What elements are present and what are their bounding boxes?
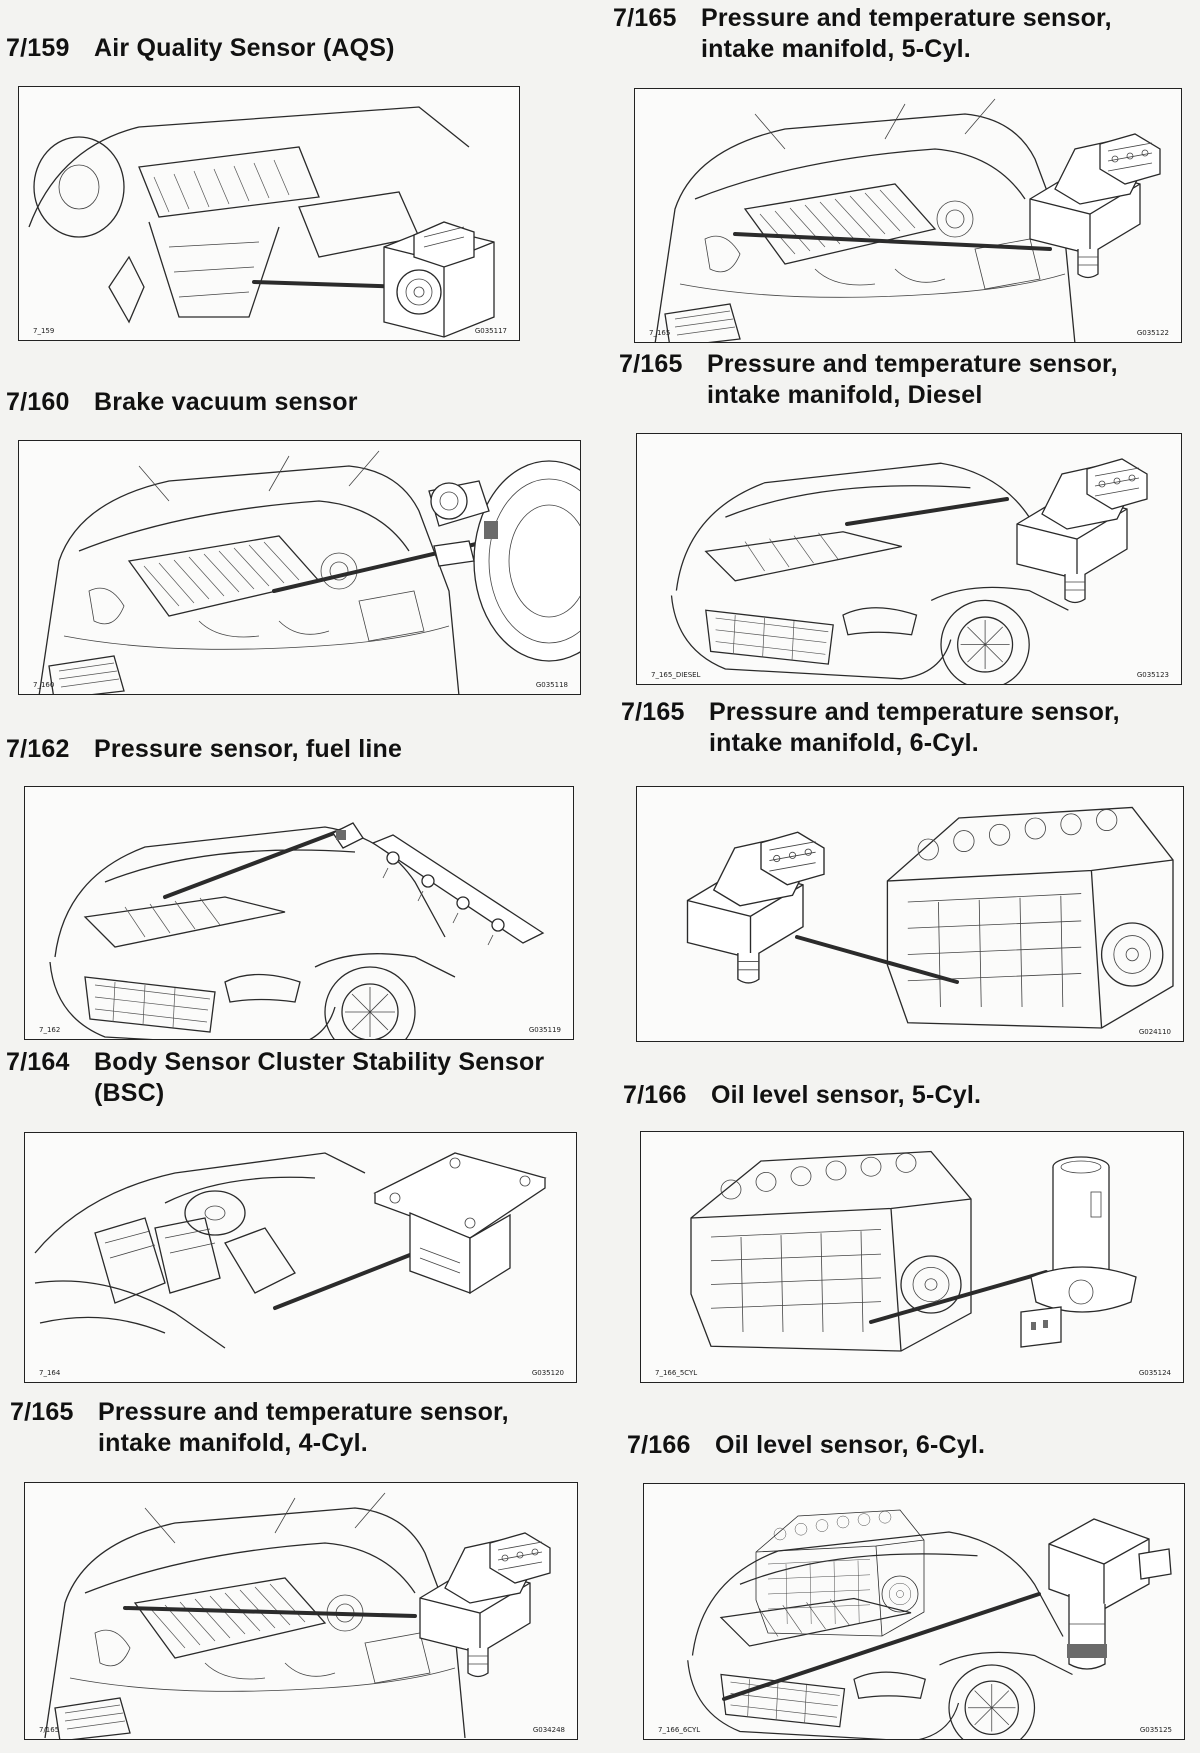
heading-7-165-5cyl: 7/165 Pressure and temperature sensor, i… xyxy=(613,3,1193,65)
heading-7-164: 7/164 Body Sensor Cluster Stability Sens… xyxy=(6,1047,596,1109)
section-title: Brake vacuum sensor xyxy=(94,388,358,416)
brake-vacuum-sensor-drawing xyxy=(38,450,580,694)
figure-ref-right: G034248 xyxy=(532,1726,565,1734)
section-title: Body Sensor Cluster Stability Sensor (BS… xyxy=(94,1048,545,1107)
section-title: Oil level sensor, 5-Cyl. xyxy=(711,1081,982,1109)
section-number: 7/166 xyxy=(627,1431,691,1459)
illustration-pressure-sensor-5cyl: 7_165 G035122 xyxy=(634,88,1182,343)
figure-ref-right: G035125 xyxy=(1139,1726,1172,1734)
section-number: 7/165 xyxy=(619,350,683,378)
oil-level-sensor-5cyl-drawing xyxy=(690,1150,1137,1352)
illustration-fuel-pressure-sensor: 7_162 G035119 xyxy=(24,786,574,1040)
figure-ref-right: G035117 xyxy=(474,327,507,335)
section-number: 7/165 xyxy=(613,4,677,32)
figure-ref-right: G035120 xyxy=(531,1369,564,1377)
section-number: 7/164 xyxy=(6,1048,70,1076)
heading-7-160: 7/160 Brake vacuum sensor xyxy=(6,387,526,418)
section-number: 7/159 xyxy=(6,34,70,62)
figure-ref-right: G035119 xyxy=(528,1026,561,1034)
figure-ref-left: 7_165 xyxy=(649,329,671,337)
figure-ref-right: G035118 xyxy=(535,681,568,689)
illustration-body-sensor-cluster: 7_164 G035120 xyxy=(24,1132,577,1383)
section-title: Pressure sensor, fuel line xyxy=(94,735,403,763)
heading-7-159: 7/159 Air Quality Sensor (AQS) xyxy=(6,33,526,64)
figure-ref-left: 7_162 xyxy=(39,1026,61,1034)
air-quality-sensor-drawing xyxy=(28,106,495,338)
pressure-sensor-6cyl-drawing xyxy=(686,806,1174,1029)
figure-ref-right: G035122 xyxy=(1136,329,1169,337)
section-number: 7/165 xyxy=(10,1398,74,1426)
body-sensor-cluster-drawing xyxy=(34,1152,546,1349)
oil-level-sensor-6cyl-drawing xyxy=(687,1509,1172,1739)
illustration-pressure-sensor-diesel: 7_165_DIESEL G035123 xyxy=(636,433,1182,685)
section-title: Pressure and temperature sensor, intake … xyxy=(98,1398,509,1457)
illustration-air-quality-sensor: 7_159 G035117 xyxy=(18,86,520,341)
fuel-pressure-sensor-drawing xyxy=(49,822,544,1039)
heading-7-166-6cyl: 7/166 Oil level sensor, 6-Cyl. xyxy=(627,1430,1193,1461)
illustration-pressure-sensor-6cyl: G024110 xyxy=(636,786,1184,1042)
pressure-sensor-4cyl-drawing xyxy=(44,1492,551,1739)
section-number: 7/166 xyxy=(623,1081,687,1109)
section-title: Pressure and temperature sensor, intake … xyxy=(709,698,1120,757)
heading-7-165-4cyl: 7/165 Pressure and temperature sensor, i… xyxy=(10,1397,590,1459)
figure-ref-left: 7_166_6CYL xyxy=(658,1726,701,1734)
illustration-pressure-sensor-4cyl: 7/165 G034248 xyxy=(24,1482,578,1740)
heading-7-165-6cyl: 7/165 Pressure and temperature sensor, i… xyxy=(621,697,1195,759)
section-number: 7/162 xyxy=(6,735,70,763)
figure-ref-left: 7_166_5CYL xyxy=(655,1369,698,1377)
illustration-oil-level-sensor-6cyl: 7_166_6CYL G035125 xyxy=(643,1483,1185,1740)
section-title: Pressure and temperature sensor, intake … xyxy=(707,350,1118,409)
figure-ref-left: 7_164 xyxy=(39,1369,61,1377)
pressure-sensor-5cyl-drawing xyxy=(654,98,1161,342)
figure-ref-left: 7/165 xyxy=(39,1726,60,1734)
pressure-sensor-diesel-drawing xyxy=(670,458,1148,684)
figure-ref-right: G024110 xyxy=(1138,1028,1171,1036)
heading-7-165-diesel: 7/165 Pressure and temperature sensor, i… xyxy=(619,349,1194,411)
figure-ref-left: 7_165_DIESEL xyxy=(651,671,701,679)
section-title: Oil level sensor, 6-Cyl. xyxy=(715,1431,986,1459)
section-number: 7/160 xyxy=(6,388,70,416)
illustration-oil-level-sensor-5cyl: 7_166_5CYL G035124 xyxy=(640,1131,1184,1383)
section-number: 7/165 xyxy=(621,698,685,726)
heading-7-162: 7/162 Pressure sensor, fuel line xyxy=(6,734,566,765)
figure-ref-left: 7_159 xyxy=(33,327,55,335)
heading-7-166-5cyl: 7/166 Oil level sensor, 5-Cyl. xyxy=(623,1080,1193,1111)
section-title: Air Quality Sensor (AQS) xyxy=(94,34,395,62)
figure-ref-right: G035123 xyxy=(1136,671,1169,679)
section-title: Pressure and temperature sensor, intake … xyxy=(701,4,1112,63)
figure-ref-right: G035124 xyxy=(1138,1369,1171,1377)
figure-ref-left: 7_160 xyxy=(33,681,55,689)
illustration-brake-vacuum-sensor: 7_160 G035118 xyxy=(18,440,581,695)
